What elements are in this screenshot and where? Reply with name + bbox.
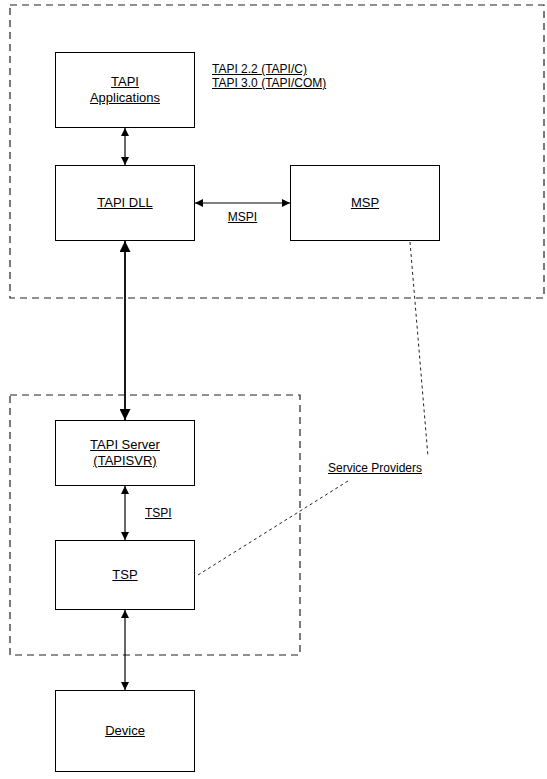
dashed-region [10,5,544,298]
box-text: MSP [351,195,379,211]
interface-label: MSPI [226,210,259,224]
interface-label: TSPI [143,506,174,520]
note-label: TAPI 2.2 (TAPI/C) [210,62,309,76]
process-box: TSP [55,540,195,610]
process-box: TAPI DLL [55,165,195,241]
process-box: TAPI Applications [55,52,195,128]
process-box: MSP [290,165,440,241]
box-text: TAPI Applications [75,74,175,106]
box-text: TAPI Server (TAPISVR) [75,437,175,469]
process-box: TAPI Server (TAPISVR) [55,420,195,486]
note-label: Service Providers [326,461,424,475]
dashed-region [10,395,300,655]
connector-arrow [124,486,125,540]
connector-arrow [124,241,126,420]
leader-line [198,481,348,575]
note-label: TAPI 3.0 (TAPI/COM) [210,76,328,90]
box-text: Device [105,723,145,739]
box-text: TAPI DLL [97,195,152,211]
connector-arrow [124,128,125,165]
process-box: Device [55,690,195,772]
connector-arrow [195,202,290,203]
box-text: TSP [112,567,137,583]
connector-arrow [124,610,125,690]
leader-line [410,242,428,457]
